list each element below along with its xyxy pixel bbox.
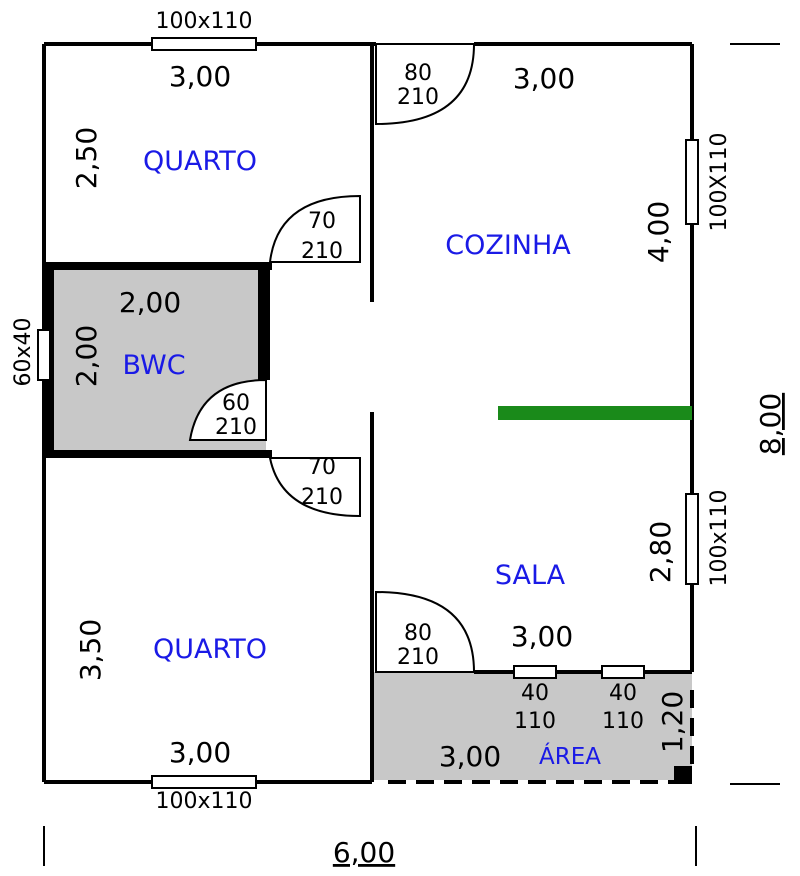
window-bottom bbox=[151, 775, 257, 789]
window-right-lower bbox=[685, 493, 699, 585]
door-quarto-bottom-height: 210 bbox=[301, 485, 343, 510]
dim-cozinha-height: 4,00 bbox=[642, 201, 675, 263]
door-bwc bbox=[188, 378, 267, 441]
window-area-2 bbox=[601, 665, 645, 679]
dim-area-width: 3,00 bbox=[439, 740, 501, 773]
dim-quarto-top-height: 2,50 bbox=[70, 127, 103, 189]
door-bwc-height: 210 bbox=[215, 415, 257, 440]
door-quarto-bottom bbox=[268, 457, 361, 518]
room-quarto-top: QUARTO bbox=[143, 146, 257, 177]
door-quarto-top-width: 70 bbox=[308, 209, 336, 234]
door-sala-height: 210 bbox=[397, 645, 439, 670]
window-right-upper-label: 100X110 bbox=[707, 132, 732, 231]
window-bwc-label: 60x40 bbox=[11, 317, 36, 386]
door-sala-width: 80 bbox=[404, 621, 432, 646]
window-right-lower-label: 100x110 bbox=[707, 489, 732, 586]
door-bwc-width: 60 bbox=[222, 391, 250, 416]
dim-top-right-width: 3,00 bbox=[513, 62, 575, 95]
dim-quarto-bottom-width: 3,00 bbox=[169, 736, 231, 769]
room-quarto-bottom: QUARTO bbox=[153, 634, 267, 665]
window-bottom-label: 100x110 bbox=[155, 789, 252, 814]
door-quarto-bottom-width: 70 bbox=[308, 455, 336, 480]
dim-area-height: 1,20 bbox=[656, 691, 689, 753]
dim-sala-height: 2,80 bbox=[644, 521, 677, 583]
window-area-1 bbox=[513, 665, 557, 679]
door-quarto-top-height: 210 bbox=[301, 239, 343, 264]
dim-bwc-width: 2,00 bbox=[119, 286, 181, 319]
door-cozinha bbox=[375, 43, 476, 126]
dim-quarto-bottom-height: 3,50 bbox=[74, 619, 107, 681]
door-cozinha-height: 210 bbox=[397, 85, 439, 110]
dim-sala-width: 3,00 bbox=[511, 620, 573, 653]
room-bwc: BWC bbox=[122, 350, 185, 381]
window-bwc bbox=[37, 329, 51, 381]
window-area-2-width: 40 bbox=[609, 681, 637, 706]
window-right-upper bbox=[685, 139, 699, 225]
kitchen-divider bbox=[498, 406, 692, 420]
dim-total-height: 8,00 bbox=[754, 393, 787, 455]
area-floor bbox=[372, 672, 692, 780]
dim-bwc-height: 2,00 bbox=[70, 325, 103, 387]
room-area: ÁREA bbox=[539, 742, 601, 770]
window-top bbox=[151, 37, 257, 51]
door-quarto-top bbox=[268, 194, 361, 263]
dim-top-left-width: 3,00 bbox=[169, 60, 231, 93]
window-area-1-width: 40 bbox=[521, 681, 549, 706]
window-area-1-height: 110 bbox=[514, 709, 556, 734]
door-cozinha-width: 80 bbox=[404, 61, 432, 86]
room-cozinha: COZINHA bbox=[445, 230, 571, 261]
window-top-label: 100x110 bbox=[155, 9, 252, 34]
dim-total-width: 6,00 bbox=[333, 836, 395, 869]
window-area-2-height: 110 bbox=[602, 709, 644, 734]
room-sala: SALA bbox=[495, 560, 566, 591]
door-sala bbox=[375, 590, 476, 673]
walls bbox=[42, 42, 694, 784]
